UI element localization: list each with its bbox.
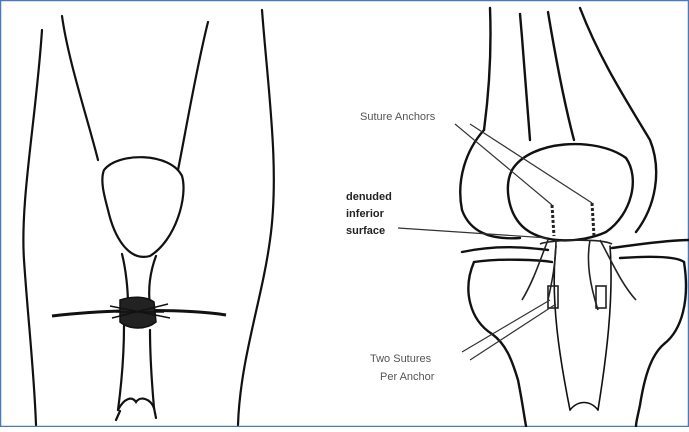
label-suture-anchors: Suture Anchors: [360, 111, 436, 123]
label-denuded-line1: denuded: [346, 191, 392, 203]
label-denuded-line3: surface: [346, 225, 385, 237]
label-denuded-line2: inferior: [346, 208, 385, 220]
label-two-sutures-line2: Per Anchor: [380, 371, 435, 383]
label-two-sutures-line1: Two Sutures: [370, 353, 432, 365]
